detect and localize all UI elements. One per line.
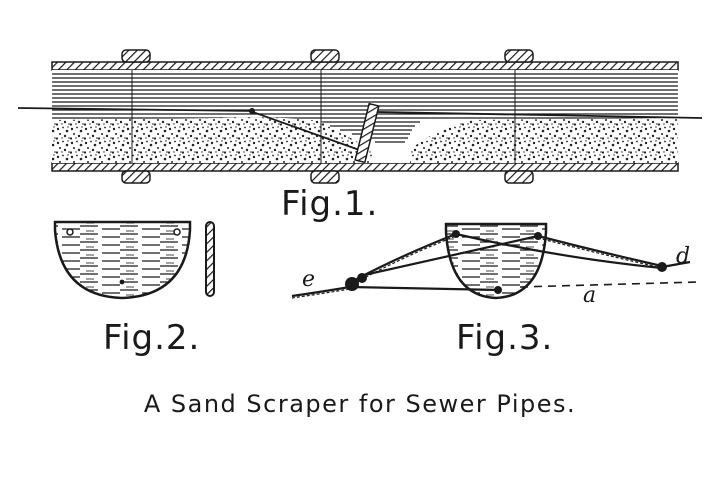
scraper-blade (354, 102, 380, 164)
fig3-label: Fig.3. (456, 318, 554, 358)
scraper-edge-view (205, 221, 215, 297)
water-lines (52, 73, 678, 143)
plate-hole-left (66, 228, 74, 236)
plate-hole-right (173, 228, 181, 236)
fig3-letter-e: e (302, 267, 316, 292)
knots (345, 230, 667, 294)
pipe-top-wall (51, 61, 679, 71)
plate-hole-center (119, 279, 125, 285)
joint-lines (131, 70, 516, 163)
caption: A Sand Scraper for Sewer Pipes. (143, 390, 577, 418)
dashed-line-a (519, 281, 699, 288)
rope-left (17, 107, 256, 112)
fig3-letter-a: a (583, 283, 597, 308)
fig1-label: Fig.1. (281, 184, 379, 224)
scraper-plate (53, 220, 192, 300)
rope-knot (249, 108, 255, 114)
pipe-joints (121, 49, 534, 184)
fig1-pipe (17, 49, 703, 184)
rope-right (377, 111, 703, 119)
fig3-rigging (291, 222, 699, 300)
pipe-bottom-wall (51, 162, 679, 172)
fig2-scraper (53, 220, 215, 300)
rope-to-scraper (249, 110, 366, 153)
sand-right (410, 118, 678, 163)
fig2-label: Fig.2. (103, 318, 201, 358)
fig3-letter-d: d (676, 244, 691, 269)
sand-left (52, 117, 372, 163)
